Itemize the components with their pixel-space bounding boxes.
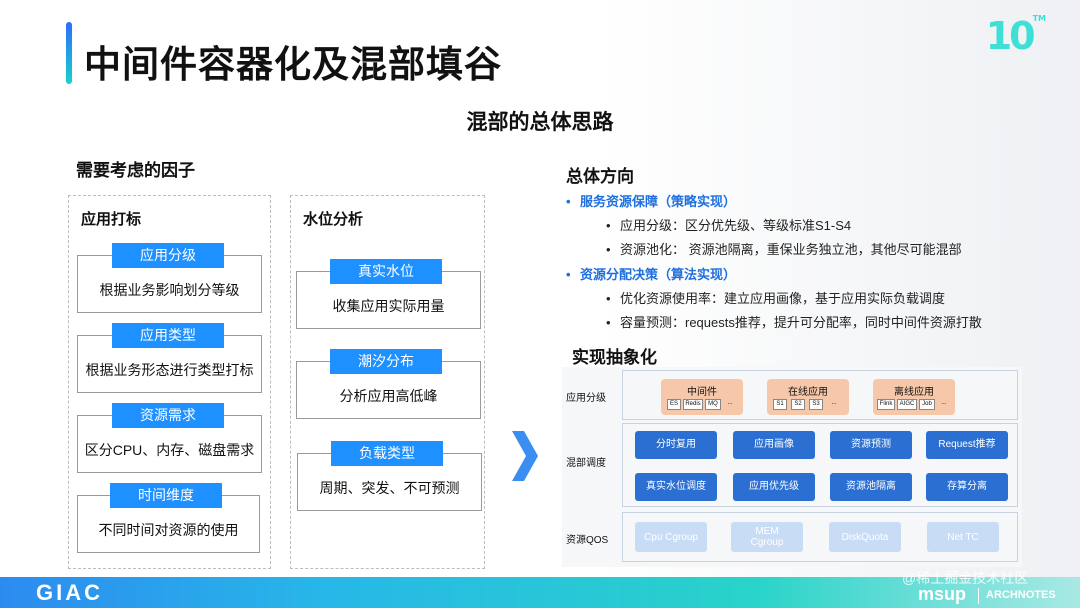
factor-text: 根据业务形态进行类型打标 (85, 362, 254, 378)
factor-box: 根据业务形态进行类型打标 (77, 335, 262, 393)
tier-tag: ES (667, 399, 681, 410)
tier-tag: AIGC (897, 399, 917, 410)
direction-item: •优化资源使用率：建立应用画像，基于应用实际负载调度 (606, 291, 946, 306)
tier-tag: S1 (773, 399, 787, 410)
panel-title: 水位分析 (303, 211, 364, 228)
factor-text: 周期、突发、不可预测 (319, 480, 460, 496)
logo-divider (978, 588, 979, 604)
watermark: @稀土掘金技术社区 (902, 570, 1029, 586)
sched-row: 分时复用 应用画像 资源预测 Request推荐 真实水位调度 应用优先级 资源… (622, 423, 1018, 507)
sched-item: 应用画像 (733, 431, 815, 459)
direction-group-title: •资源分配决策（算法实现） (566, 267, 737, 282)
direction-item: •容量预测：requests推荐，提升可分配率，同时中间件资源打散 (606, 315, 982, 330)
factor-tag: 真实水位 (330, 259, 442, 284)
factor-text: 根据业务影响划分等级 (99, 282, 240, 298)
slide-subtitle: 混部的总体思路 (466, 111, 614, 134)
factor-tag: 应用类型 (112, 323, 224, 348)
factor-text: 不同时间对资源的使用 (98, 522, 239, 538)
msup-logo: msup (918, 584, 967, 604)
factor-tag: 资源需求 (112, 403, 224, 428)
direction-heading: 总体方向 (566, 167, 634, 186)
factor-text: 区分CPU、内存、磁盘需求 (84, 442, 255, 458)
tier-tag: MQ (705, 399, 721, 410)
app-tag-panel: 应用打标 根据业务影响划分等级 应用分级 根据业务形态进行类型打标 应用类型 区… (68, 195, 271, 569)
tier-tag: S2 (791, 399, 805, 410)
tier-tag: ... (831, 400, 837, 406)
sched-item: 应用优先级 (733, 473, 815, 501)
factor-text: 分析应用高低峰 (339, 388, 438, 404)
tier-tag: ... (727, 400, 733, 406)
tier-card: 离线应用 Flink AIGC Job ... (873, 379, 955, 415)
page-title: 中间件容器化及混部填谷 (84, 44, 502, 85)
sched-item: Request推荐 (926, 431, 1008, 459)
title-accent-bar (66, 22, 72, 84)
tier-name: 在线应用 (788, 387, 828, 398)
sched-item: 分时复用 (635, 431, 717, 459)
chevron-right-icon (512, 431, 538, 481)
tier-tag: Redis (683, 399, 703, 410)
direction-group-title: •服务资源保障（策略实现） (566, 194, 737, 209)
footer-band (0, 577, 1080, 608)
tier-card: 中间件 ES Redis MQ ... (661, 379, 743, 415)
row-label: 应用分级 (566, 393, 606, 404)
archnotes-logo: ARCHNOTES (986, 589, 1056, 601)
qos-row: Cpu Cgroup MEM Cgroup DiskQuota Net TC (622, 512, 1018, 562)
sched-item: 资源预测 (830, 431, 912, 459)
factor-box: 不同时间对资源的使用 (77, 495, 260, 553)
tier-row: 中间件 ES Redis MQ ... 在线应用 S1 S2 S3 ... 离线… (622, 370, 1018, 420)
direction-item: •资源池化： 资源池隔离，重保业务独立池，其他尽可能混部 (606, 242, 962, 257)
panel-title: 应用打标 (81, 211, 142, 228)
factor-tag: 负载类型 (331, 441, 443, 466)
qos-item: DiskQuota (829, 522, 901, 552)
tier-card: 在线应用 S1 S2 S3 ... (767, 379, 849, 415)
factor-text: 收集应用实际用量 (332, 298, 445, 314)
abstraction-diagram: 应用分级 中间件 ES Redis MQ ... 在线应用 S1 S2 S3 .… (562, 367, 1022, 567)
tier-name: 离线应用 (894, 387, 934, 398)
tier-tag: Flink (877, 399, 895, 410)
row-label: 混部调度 (566, 458, 606, 469)
factor-tag: 潮汐分布 (330, 349, 442, 374)
qos-item: Cpu Cgroup (635, 522, 707, 552)
sched-item: 真实水位调度 (635, 473, 717, 501)
direction-item: •应用分级：区分优先级、等级标准S1-S4 (606, 218, 852, 233)
factors-heading: 需要考虑的因子 (76, 161, 195, 180)
event-logo: 10TM (985, 14, 1046, 58)
tier-tag: S3 (809, 399, 823, 410)
sched-item: 资源池隔离 (830, 473, 912, 501)
qos-item: MEM Cgroup (731, 522, 803, 552)
factor-tag: 应用分级 (112, 243, 224, 268)
water-panel: 水位分析 收集应用实际用量 真实水位 分析应用高低峰 潮汐分布 周期、突发、不可… (290, 195, 485, 569)
tier-tag: ... (941, 400, 947, 406)
sched-item: 存算分离 (926, 473, 1008, 501)
giac-logo: GIAC (36, 580, 103, 605)
row-label: 资源QOS (566, 535, 609, 546)
tier-tag: Job (919, 399, 935, 410)
qos-item: Net TC (927, 522, 999, 552)
factor-tag: 时间维度 (110, 483, 222, 508)
abstraction-heading: 实现抽象化 (572, 348, 657, 367)
tier-name: 中间件 (687, 387, 717, 398)
